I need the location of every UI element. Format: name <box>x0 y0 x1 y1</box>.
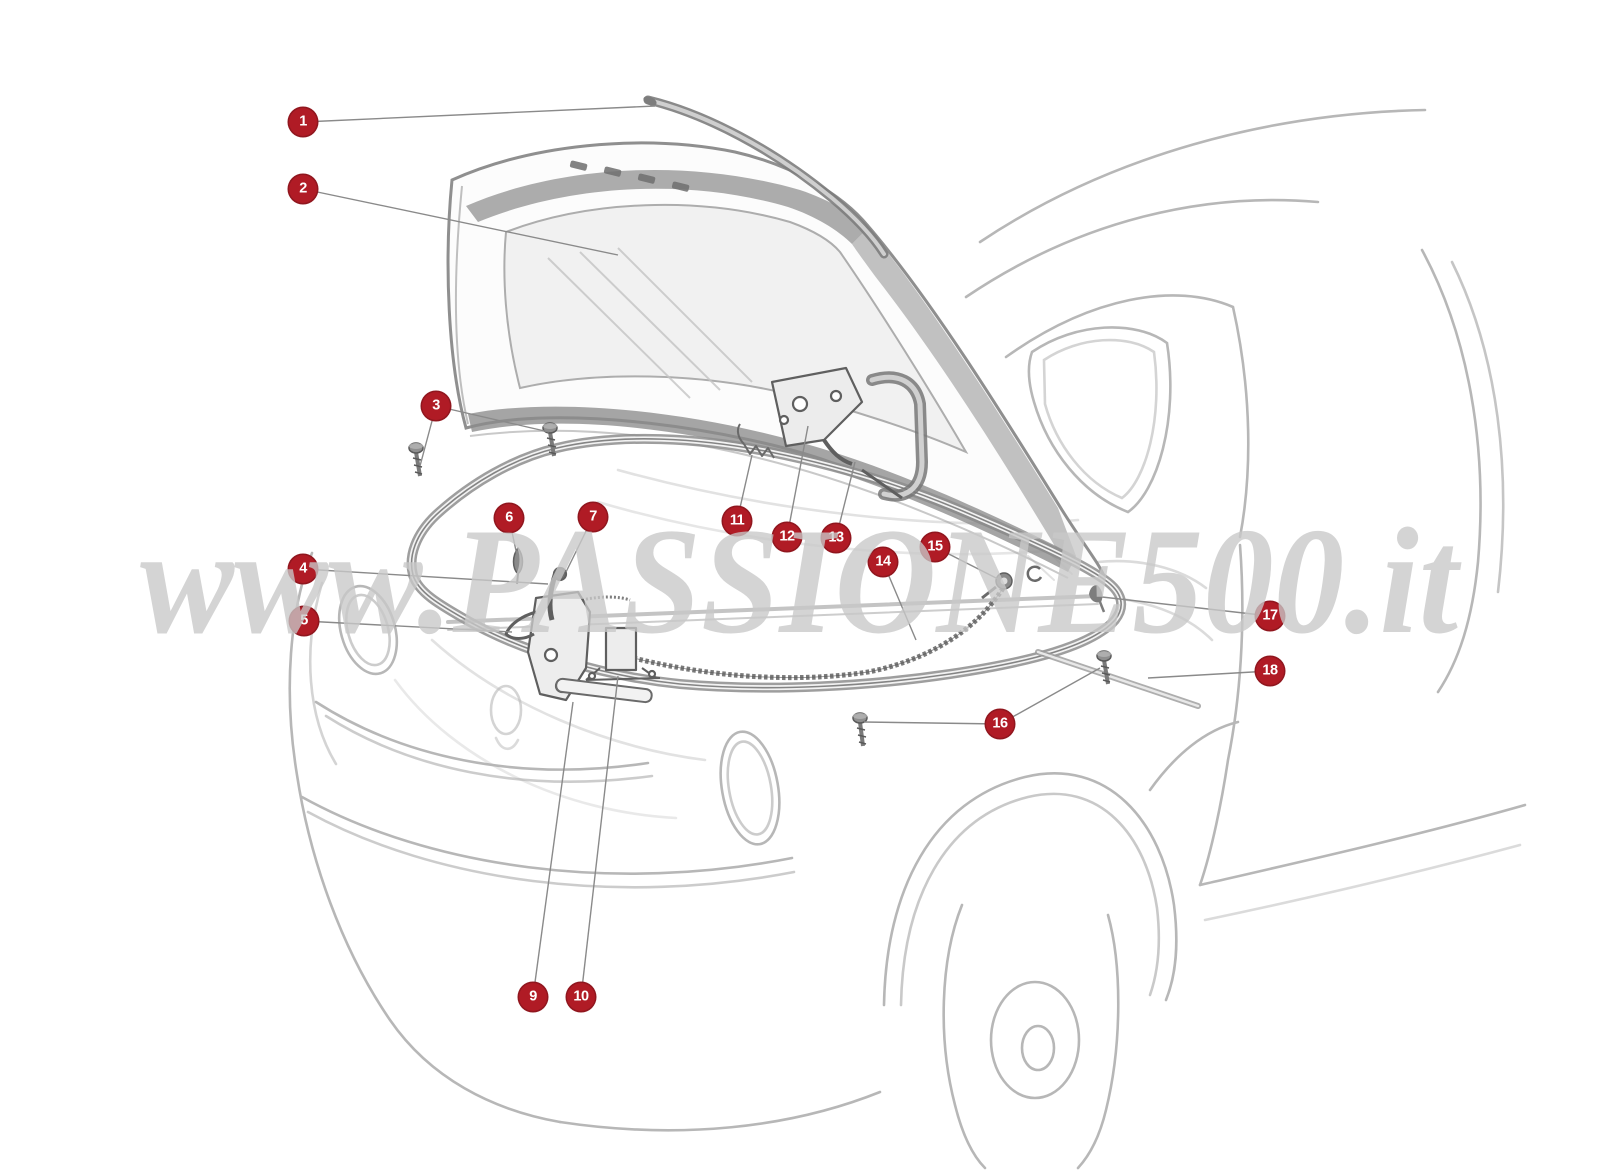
leader-line-7 <box>565 516 594 573</box>
front-crease-2 <box>324 714 654 783</box>
hood-panel <box>446 141 1107 579</box>
door-front-edge <box>1198 543 1244 887</box>
support-channel-highlight <box>869 374 925 498</box>
headlight-left <box>337 584 399 676</box>
tire-left <box>942 903 987 1170</box>
hinge-hole-1 <box>791 395 809 413</box>
leader-line-2 <box>302 188 619 256</box>
leader-lines <box>302 105 1271 998</box>
front-fascia <box>288 551 562 1124</box>
hood-top-band <box>466 169 868 244</box>
hinge-hole-2 <box>829 389 843 403</box>
wheel-arch <box>882 772 1178 1007</box>
screws <box>408 422 1112 747</box>
leader-line-4 <box>302 568 549 585</box>
leader-line-6 <box>508 517 519 561</box>
striker-hole-1 <box>587 671 597 681</box>
screw <box>408 442 424 477</box>
cowl-stud <box>1089 585 1103 603</box>
bumper-top <box>300 795 794 875</box>
bay-interior-3 <box>430 638 707 762</box>
leader-line-16 <box>999 667 1101 725</box>
cable-end-bolt-center <box>1000 577 1008 585</box>
right-hardware <box>981 565 1201 709</box>
emblem <box>489 684 523 736</box>
leader-line-9 <box>532 701 574 998</box>
striker-bracket <box>604 626 638 672</box>
latch-hook <box>504 610 537 640</box>
sill-line <box>1203 843 1522 922</box>
hood-vent-slots <box>569 160 690 192</box>
wheel-arch-inner <box>899 792 1161 1007</box>
release-cable <box>621 581 1009 681</box>
body-side-curve-2 <box>1450 260 1505 594</box>
side-window-inner <box>1042 338 1158 500</box>
hinge-spring-hook <box>736 423 745 445</box>
side-window <box>1027 326 1172 514</box>
support-foot <box>861 468 903 500</box>
leader-line-11 <box>736 454 753 522</box>
latch-hole-1 <box>543 647 559 663</box>
body-side-curve <box>1420 248 1482 694</box>
leader-line-15 <box>934 546 1001 581</box>
leader-line-5 <box>303 620 513 633</box>
hinge-spring <box>743 443 775 459</box>
hood-prop-rod <box>643 95 889 259</box>
hinge-assembly <box>736 366 928 502</box>
latch-spring <box>581 595 631 602</box>
bumper-bottom <box>306 810 796 889</box>
cowl-stud-tip <box>1098 601 1106 613</box>
headlight-right <box>719 730 781 846</box>
fascia-inner-arc <box>308 581 338 766</box>
hinge-arm <box>822 438 853 466</box>
cable-end-shank <box>981 585 997 600</box>
screw <box>852 712 868 747</box>
front-bottom <box>558 1090 882 1132</box>
c-clip <box>1026 565 1043 582</box>
hinge-hole-3 <box>778 414 790 426</box>
screw <box>542 422 558 457</box>
emblem-base <box>494 736 520 751</box>
prop-rod-tip <box>643 96 657 106</box>
rubber-buffer <box>512 547 524 575</box>
leader-line-16 <box>863 721 1001 725</box>
car-body-outline <box>288 108 1527 1170</box>
hubcap <box>989 980 1081 1100</box>
leader-line-10 <box>580 675 619 998</box>
hood-window-streaks <box>547 247 753 399</box>
hood-right-band <box>852 228 1076 556</box>
hood-left-inner-line <box>454 185 469 425</box>
hub-center <box>1020 1024 1056 1072</box>
hood-bottom-band <box>468 406 1076 572</box>
handle-strip <box>555 677 653 704</box>
a-pillar <box>1004 294 1250 539</box>
screw <box>1096 650 1112 685</box>
striker-hole-2 <box>647 669 657 679</box>
leader-line-3 <box>435 405 550 433</box>
hinge-plate <box>770 366 864 448</box>
front-crease-1 <box>314 700 650 771</box>
cowl-line-1 <box>1096 559 1208 590</box>
tire-right <box>1076 913 1120 1170</box>
leader-line-3 <box>419 405 437 467</box>
latch-lever-knob <box>552 566 568 582</box>
door-bottom <box>1198 803 1527 887</box>
leader-line-17 <box>1101 596 1271 617</box>
leader-line-18 <box>1147 670 1271 679</box>
leader-line-1 <box>302 105 656 123</box>
leader-line-12 <box>786 425 809 538</box>
bay-interior-4 <box>393 678 678 820</box>
leader-line-14 <box>882 561 917 641</box>
latch-assembly <box>504 547 661 704</box>
fender-to-door <box>1148 720 1240 792</box>
sill-strip-highlight <box>1036 650 1200 708</box>
roof-line <box>978 108 1427 244</box>
windshield-top <box>964 198 1320 299</box>
